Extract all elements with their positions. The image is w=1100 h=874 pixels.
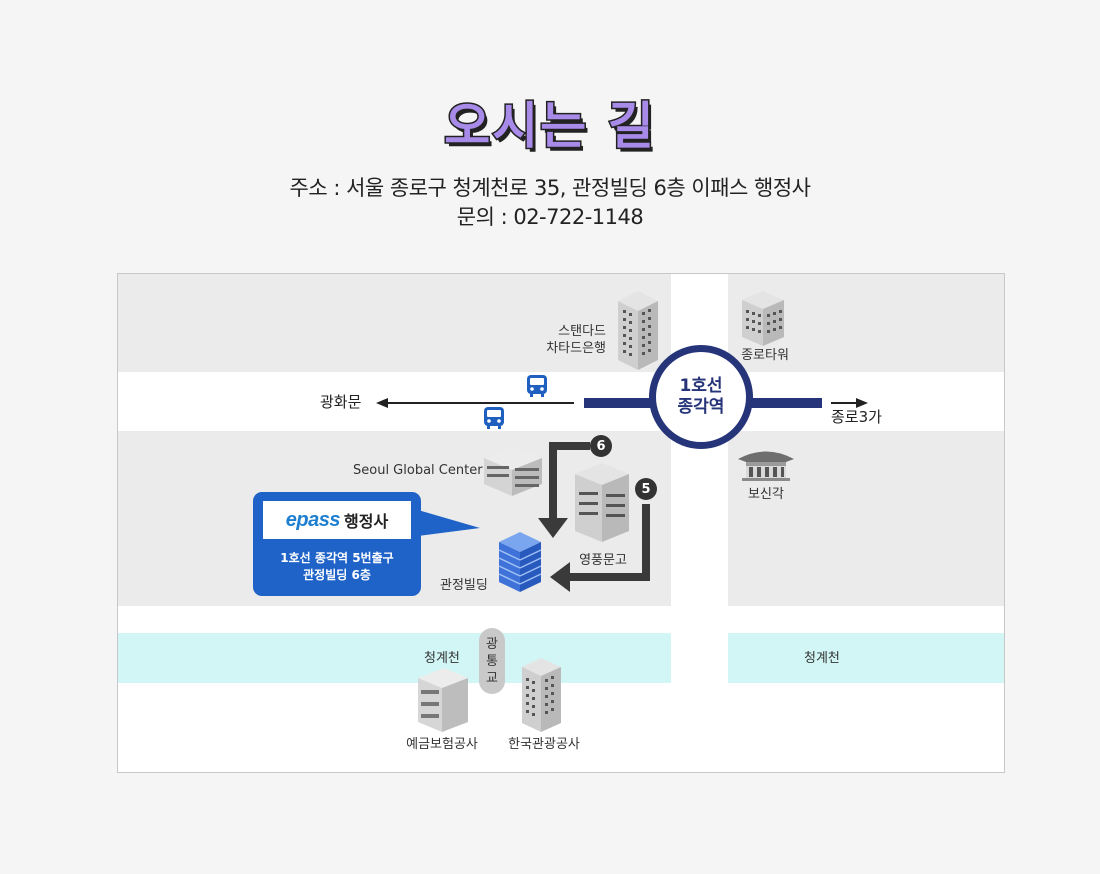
epass-callout-text: 1호선 종각역 5번출구 관정빌딩 6층: [280, 551, 394, 582]
building-icon: [484, 446, 542, 496]
building-icon: [618, 291, 658, 370]
arrow-to-gwanghwamun: [376, 398, 574, 408]
label-youngpoong: 영풍문고: [579, 553, 627, 568]
label-stream-east: 청계천: [804, 651, 840, 666]
phone-text: 문의 : 02-722-1148: [456, 205, 644, 229]
stream-east: [728, 633, 1004, 683]
label-jongno-tower: 종로타워: [741, 348, 789, 363]
direction-east-label: 종로3가: [831, 408, 882, 426]
station-line: 1호선: [679, 376, 723, 396]
block-north-west: [118, 274, 671, 372]
label-seoul-global-center: Seoul Global Center: [353, 463, 483, 478]
epass-callout: epass 행정사 1호선 종각역 5번출구 관정빌딩 6층: [253, 492, 421, 596]
route-exit-6: [538, 442, 590, 538]
stream-west: [118, 633, 671, 683]
epass-logo-text: epass: [285, 508, 341, 531]
bus-icon: [527, 375, 547, 397]
arrow-to-jongno3ga: [831, 398, 868, 408]
label-standard-chartered: 스탠다드 차타드은행: [546, 324, 606, 356]
label-gwanjeong: 관정빌딩: [440, 578, 488, 593]
callout-pointer: [418, 510, 480, 536]
map-graphics: [376, 291, 868, 732]
building-icon: [522, 658, 561, 732]
label-korea-tourism: 한국관광공사: [508, 737, 580, 752]
subway-line-west: [584, 398, 656, 408]
exit-badge: 5: [635, 478, 657, 500]
label-bosingak: 보신각: [748, 487, 784, 502]
route-exit-5: [550, 504, 650, 592]
bus-icon: [484, 407, 504, 429]
exit-badge: 6: [590, 435, 612, 457]
building-icon: [575, 463, 629, 542]
building-icon: [418, 668, 468, 732]
direction-west-label: 광화문: [320, 393, 362, 411]
pavilion-icon: [738, 451, 794, 481]
location-map: 1호선 종각역 6 5 광화문 종로3가 스탠다드 차타드은행 종로타워 Seo…: [117, 273, 1005, 773]
label-stream-west: 청계천: [424, 651, 460, 666]
label-deposit-insurance: 예금보험공사: [406, 737, 478, 752]
subway-line-east: [746, 398, 822, 408]
jonggak-station-marker: 1호선 종각역: [649, 345, 753, 449]
address-text: 주소 : 서울 종로구 청계천로 35, 관정빌딩 6층 이패스 행정사: [289, 176, 811, 200]
building-icon: [498, 532, 542, 592]
epass-logo: epass 행정사: [263, 501, 411, 539]
building-icon: [742, 291, 784, 346]
page-title: 오시는 길: [443, 96, 656, 157]
gwangtong-bridge: 광 통 교: [479, 628, 505, 694]
epass-logo-suffix: 행정사: [344, 512, 389, 531]
station-name: 종각역: [677, 397, 725, 417]
